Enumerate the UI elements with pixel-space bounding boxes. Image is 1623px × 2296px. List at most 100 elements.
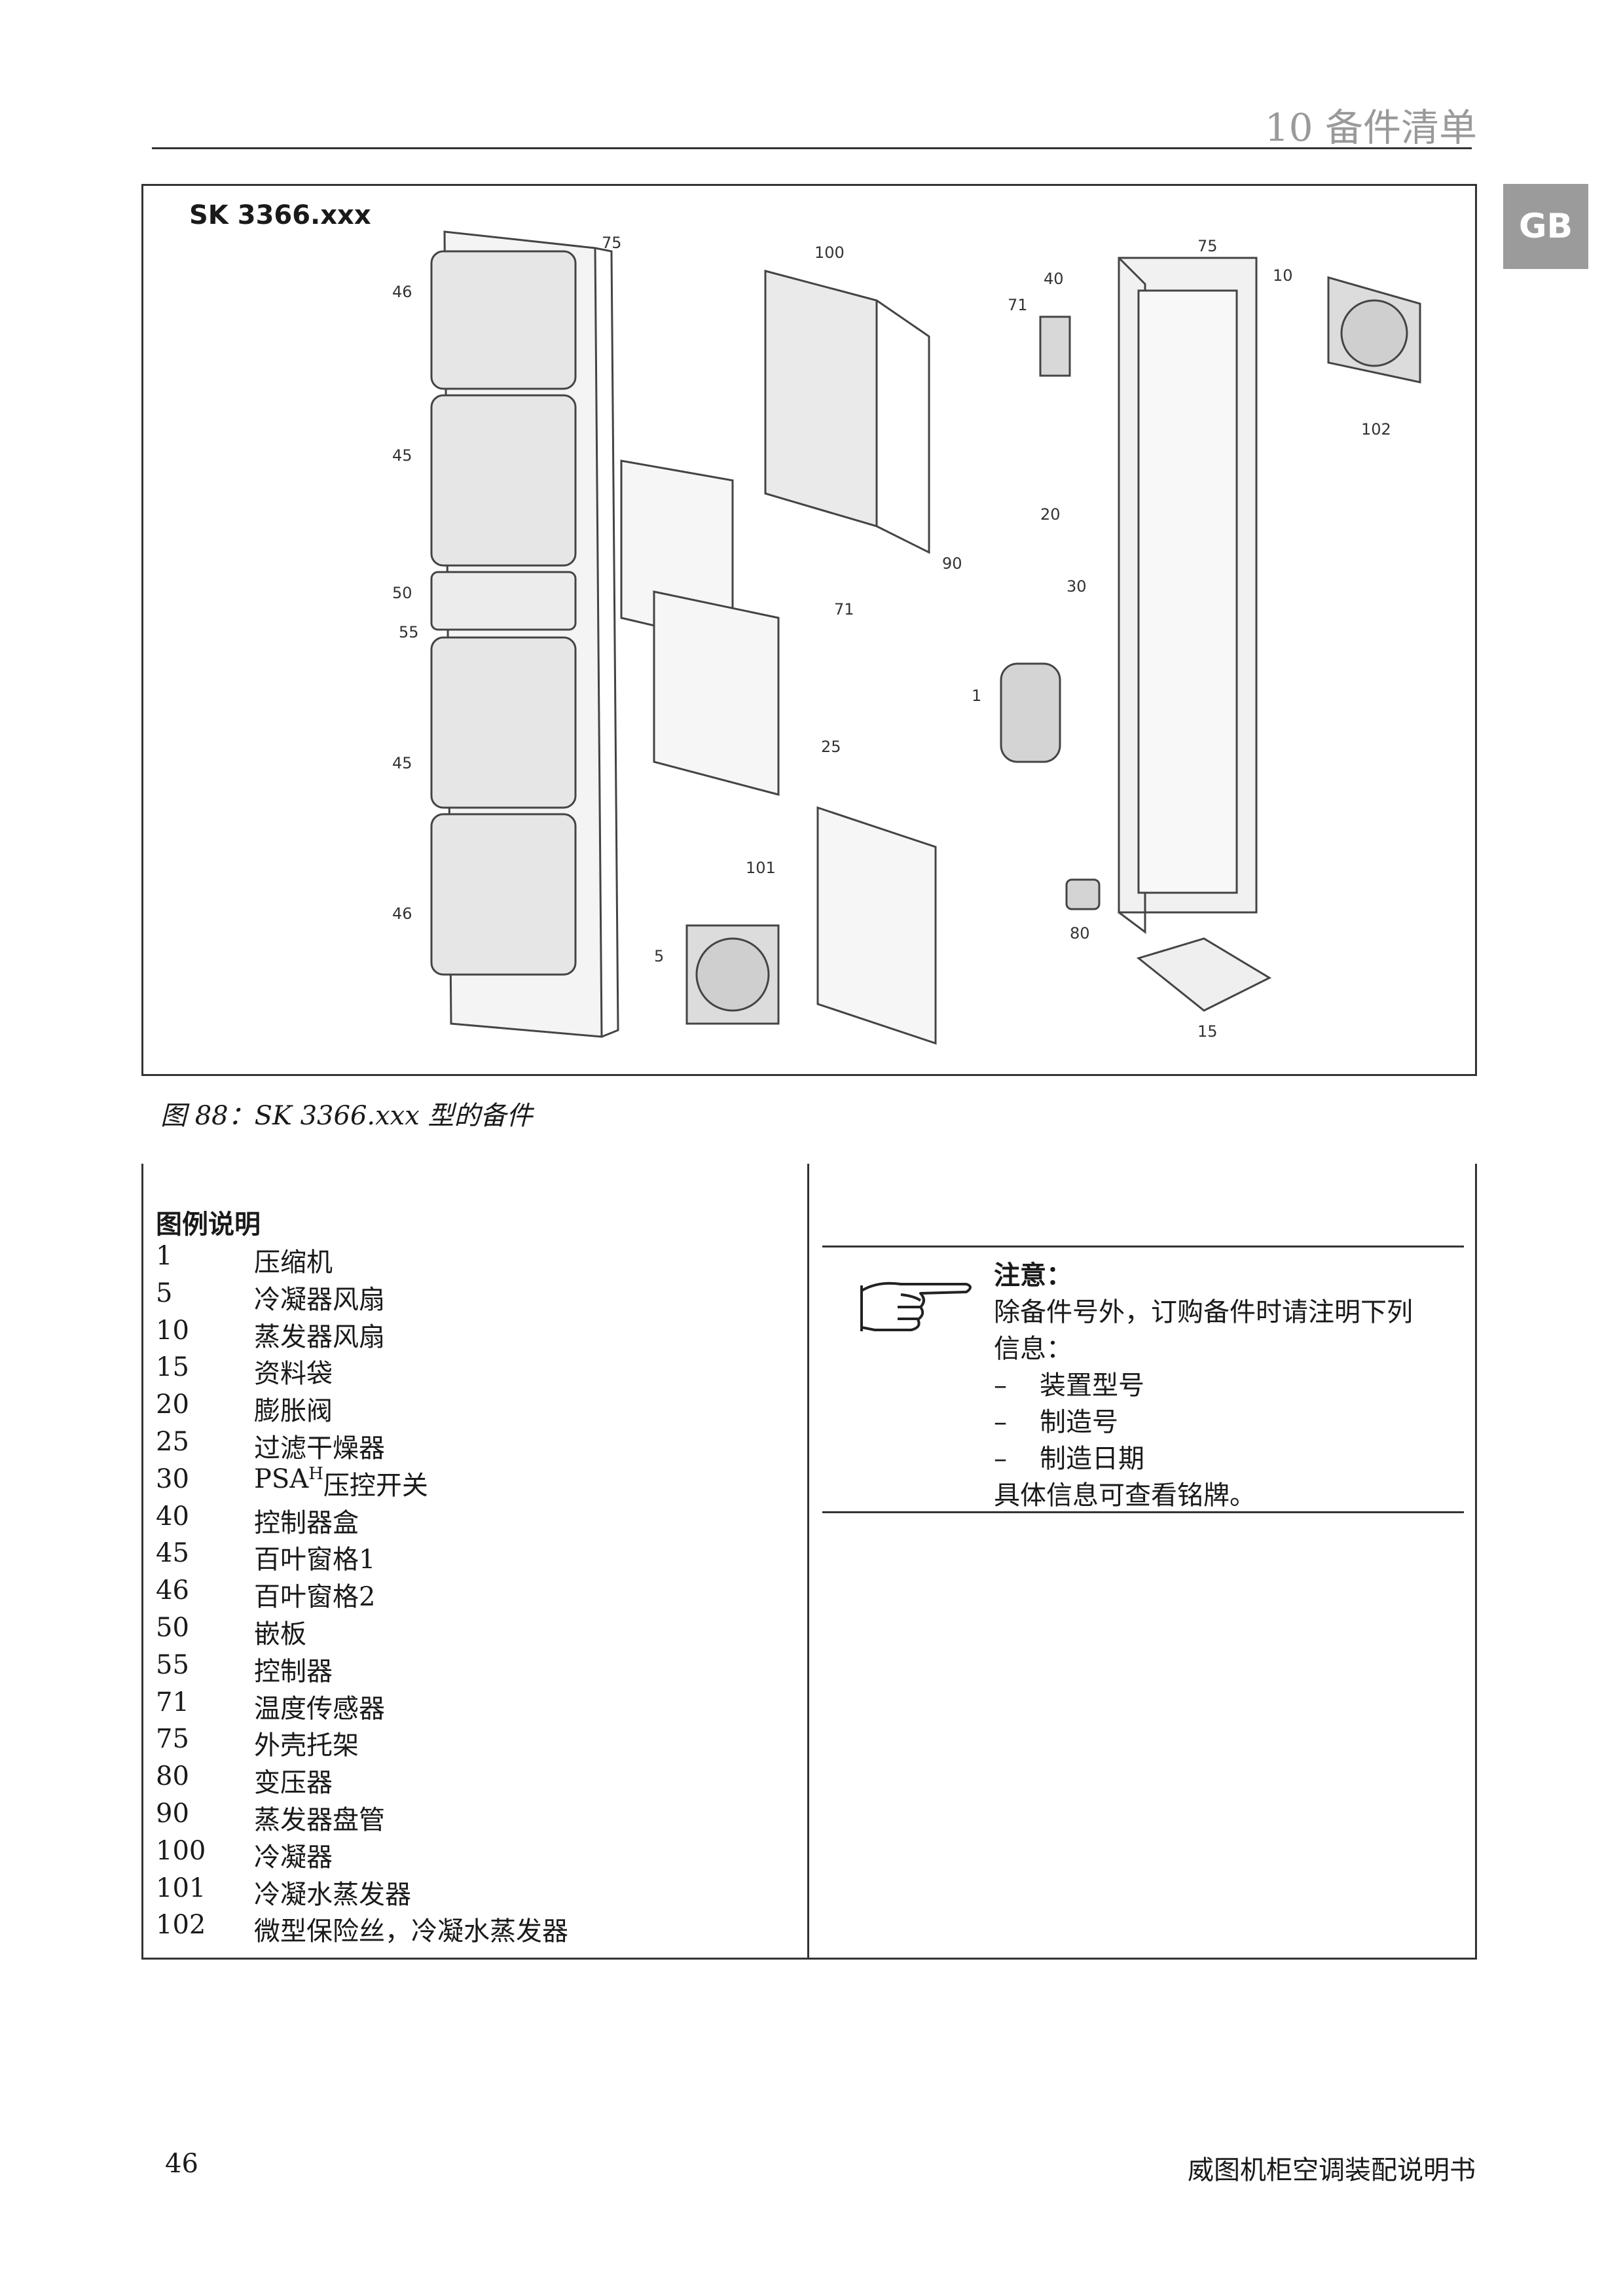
legend-row: 80 变压器	[156, 1761, 333, 1798]
legend-number: 102	[156, 1910, 206, 1941]
legend-number: 15	[156, 1352, 189, 1383]
callout-55: 55	[399, 623, 419, 641]
callout-75: 75	[602, 234, 622, 252]
callout-80: 80	[1070, 924, 1090, 942]
note-intro-line1: 除备件号外，订购备件时请注明下列	[994, 1297, 1413, 1327]
note-block: 注意： 除备件号外，订购备件时请注明下列 信息： – 装置型号 – 制造号 – 制造日…	[994, 1257, 1452, 1514]
callout-71: 71	[1008, 296, 1028, 314]
legend-number: 45	[156, 1538, 189, 1569]
legend-name: 膨胀阀	[254, 1396, 333, 1427]
callout-5: 5	[654, 947, 664, 965]
header-rule	[152, 147, 1472, 149]
callout-45-lower: 45	[392, 754, 412, 772]
legend-number: 80	[156, 1761, 189, 1792]
note-list-text: 装置型号	[1040, 1371, 1144, 1401]
legend-row: 1 压缩机	[156, 1241, 333, 1278]
note-list-item: – 装置型号	[994, 1367, 1452, 1404]
legend-number: 5	[156, 1278, 173, 1308]
legend-name: PSA	[254, 1463, 309, 1494]
legend-name: 蒸发器盘管	[254, 1805, 385, 1835]
legend-row: 90 蒸发器盘管	[156, 1799, 385, 1835]
callout-46-lower: 46	[392, 905, 412, 923]
legend-row: 100 冷凝器	[156, 1836, 333, 1873]
legend-number: 50	[156, 1613, 189, 1643]
note-intro-line2: 信息：	[994, 1334, 1072, 1364]
legend-row: 46 百叶窗格2	[156, 1575, 375, 1612]
legend-row: 10 蒸发器风扇	[156, 1316, 385, 1352]
table-right-border	[1475, 1164, 1477, 1960]
callout-71-lower: 71	[834, 600, 854, 619]
note-list-text: 制造日期	[1040, 1444, 1144, 1474]
callout-25: 25	[821, 738, 841, 756]
document-title: 威图机柜空调装配说明书	[1188, 2155, 1476, 2185]
legend-row: 5 冷凝器风扇	[156, 1278, 385, 1315]
language-tab[interactable]: GB	[1503, 184, 1588, 269]
legend-name: 蒸发器风扇	[254, 1321, 385, 1352]
legend-name: 压缩机	[254, 1247, 333, 1278]
pointing-hand-icon	[860, 1282, 972, 1331]
legend-row: 55 控制器	[156, 1650, 333, 1687]
legend-number: 71	[156, 1687, 189, 1717]
legend-number: 1	[156, 1241, 173, 1271]
legend-name: 冷凝水蒸发器	[254, 1879, 411, 1910]
legend-number: 90	[156, 1799, 189, 1829]
callout-101: 101	[746, 859, 776, 877]
dash-icon: –	[994, 1444, 1007, 1474]
dash-icon: –	[994, 1371, 1007, 1401]
legend-name: 冷凝器风扇	[254, 1284, 385, 1315]
figure-caption: 图 88：SK 3366.xxx 型的备件	[160, 1101, 533, 1131]
legend-number: 25	[156, 1427, 189, 1457]
callout-75-right: 75	[1197, 237, 1218, 255]
legend-row: 102 微型保险丝，冷凝水蒸发器	[156, 1910, 568, 1946]
legend-number: 20	[156, 1390, 189, 1420]
note-bottom-rule	[822, 1511, 1464, 1513]
callout-40: 40	[1044, 270, 1064, 288]
callout-10: 10	[1273, 266, 1293, 285]
figure-model-label: SK 3366.xxx	[189, 200, 371, 230]
legend-number: 55	[156, 1649, 189, 1680]
legend-name: 变压器	[254, 1768, 333, 1799]
legend-number: 100	[156, 1835, 206, 1866]
legend-name: 冷凝器	[254, 1842, 333, 1873]
callout-1: 1	[972, 687, 981, 705]
callout-100: 100	[814, 243, 845, 262]
table-bottom-border	[141, 1958, 1477, 1960]
table-middle-border	[807, 1164, 809, 1960]
legend-name: 控制器盒	[254, 1507, 359, 1538]
legend-row: 20 膨胀阀	[156, 1390, 333, 1426]
note-list-item: – 制造日期	[994, 1441, 1452, 1477]
legend-row: 75 外壳托架	[156, 1724, 359, 1761]
callout-102: 102	[1361, 420, 1391, 439]
legend-superscript: H	[308, 1463, 323, 1484]
note-list-text: 制造号	[1040, 1407, 1118, 1437]
legend-title: 图例说明	[156, 1209, 261, 1240]
legend-row: 45 百叶窗格1	[156, 1538, 375, 1575]
note-list-item: – 制造号	[994, 1404, 1452, 1441]
legend-name: 控制器	[254, 1656, 333, 1687]
legend-number: 75	[156, 1724, 189, 1755]
callout-20: 20	[1040, 505, 1061, 524]
legend-name: 百叶窗格1	[254, 1545, 376, 1575]
callout-50: 50	[392, 584, 412, 602]
legend-number: 10	[156, 1315, 189, 1346]
legend-number: 30	[156, 1463, 189, 1494]
callout-45: 45	[392, 446, 412, 465]
legend-name: 外壳托架	[254, 1731, 359, 1761]
table-left-border	[141, 1164, 143, 1960]
exploded-parts-diagram: 75 46 45 50 55 45 46 100 71 40 75 10 102…	[392, 230, 1421, 1045]
legend-number: 46	[156, 1575, 189, 1606]
legend-name: 百叶窗格2	[254, 1582, 376, 1613]
callout-46: 46	[392, 283, 412, 301]
dash-icon: –	[994, 1407, 1007, 1437]
legend-name: 嵌板	[254, 1619, 306, 1649]
legend-name: 微型保险丝，冷凝水蒸发器	[254, 1916, 568, 1947]
page-header-title: 10 备件清单	[1264, 105, 1477, 150]
note-title: 注意：	[994, 1260, 1072, 1291]
